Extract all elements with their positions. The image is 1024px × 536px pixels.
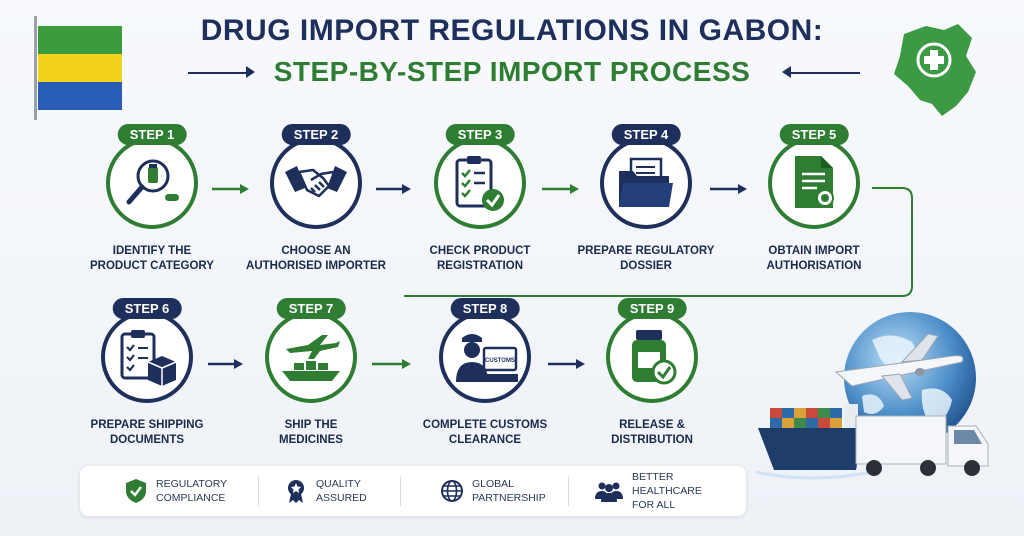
flag-cloth [38,26,122,110]
magnifier-medicine-icon [126,159,179,205]
arrow-6-7 [208,359,243,369]
checklist-icon [455,156,504,211]
airplane-image [834,333,964,401]
clipboard-box-icon [120,330,177,386]
certificate-icon [795,156,834,208]
arrow-7-8 [372,359,411,369]
arrow-1-2 [212,184,249,194]
sub-title: STEP-BY-STEP IMPORT PROCESS [273,56,751,87]
title-arrow-right [782,66,791,78]
footer-separator [568,476,569,506]
step-1-badge: STEP 1 [117,124,187,145]
award-badge-icon [288,480,304,503]
gabon-map-icon [886,16,982,122]
step-9-badge: STEP 9 [617,298,687,319]
logistics-illustration [755,312,989,480]
step-6-badge: STEP 6 [112,298,182,319]
handshake-icon [285,166,347,198]
folder-icon [619,157,673,207]
arrow-3-4 [542,184,579,194]
arrow-8-9 [548,359,585,369]
title-rule-left [188,72,250,74]
arrow-2-3 [376,184,411,194]
step-2-circle [270,137,362,229]
gabon-flag [34,16,126,120]
step-3-badge: STEP 3 [445,124,515,145]
arrow-4-5 [710,184,747,194]
truck-image [855,415,989,476]
medicine-bottle-check-icon [632,330,677,385]
footer-separator [258,476,259,506]
step-9: STEP 9 RELEASE &DISTRIBUTION [577,298,727,458]
globe-image [844,312,976,444]
customs-sign-text: CUSTOMS [485,358,515,364]
title-arrow-left [246,66,255,78]
shield-check-icon [126,479,146,503]
step-9-label: RELEASE &DISTRIBUTION [611,419,693,446]
title-rule-right [790,72,860,74]
globe-icon [441,480,463,502]
footer-separator [400,476,401,506]
step-4-badge: STEP 4 [611,124,681,145]
flag-pole [34,16,37,120]
cargo-ship-image [755,404,873,480]
customs-officer-icon: CUSTOMS [456,334,518,382]
step-6-circle [101,311,193,403]
step-2-badge: STEP 2 [281,124,351,145]
main-title: DRUG IMPORT REGULATIONS IN GABON: [200,14,824,47]
step-5-badge: STEP 5 [779,124,849,145]
step-8-badge: STEP 8 [450,298,520,319]
plane-ship-icon [282,335,340,381]
people-group-icon [595,482,623,502]
step-7-badge: STEP 7 [276,298,346,319]
step-4-circle [600,137,692,229]
